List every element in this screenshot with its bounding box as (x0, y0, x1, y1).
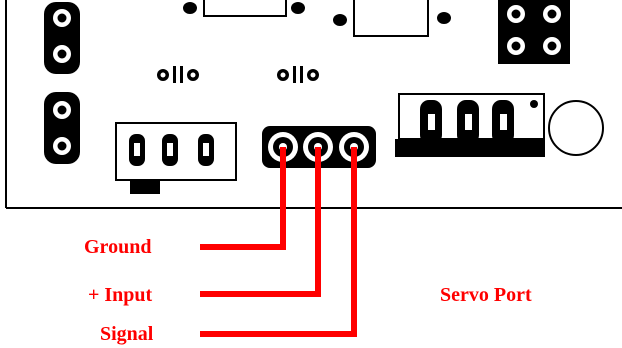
three-pin-marker-right (277, 66, 319, 83)
top-component-middle (333, 0, 451, 37)
input-label: + Input (88, 284, 153, 306)
wires (200, 147, 357, 337)
round-component (548, 100, 604, 156)
input-wire (200, 147, 321, 297)
servo-port-pads (262, 126, 376, 168)
top-right-pad-block (498, 0, 570, 64)
three-pin-connector (115, 122, 237, 194)
ground-wire (200, 147, 286, 250)
three-pin-marker-left (157, 66, 199, 83)
signal-wire (200, 147, 357, 337)
left-pad-column-top (44, 2, 80, 74)
right-connector (395, 93, 545, 157)
ground-label: Ground (84, 236, 152, 258)
left-pad-column-bottom (44, 92, 80, 164)
servo-port-label: Servo Port (440, 284, 532, 306)
top-component-left (183, 0, 305, 17)
pcb-outline (5, 0, 622, 209)
signal-label: Signal (100, 323, 154, 345)
